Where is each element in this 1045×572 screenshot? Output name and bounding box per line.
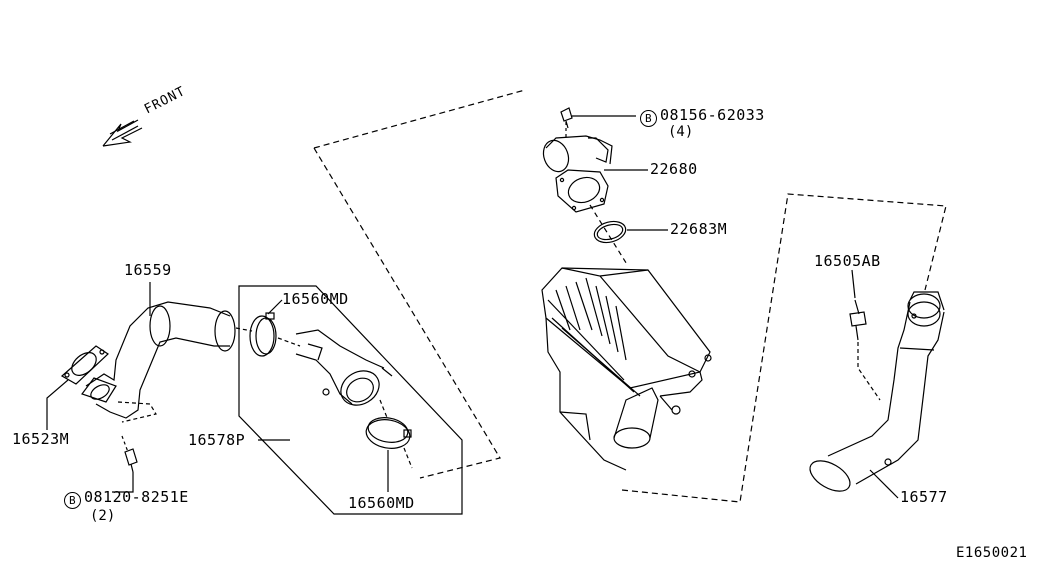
label-16560md-top: 16560MD	[282, 290, 349, 308]
air-cleaner-box	[541, 267, 712, 471]
gasket-16523m	[60, 345, 109, 385]
leader-16577	[869, 469, 899, 499]
bolt-symbol: B	[64, 492, 81, 509]
clamp-16560md-bottom	[365, 417, 412, 449]
duct-16577	[809, 291, 945, 492]
bolt-symbol: B	[640, 110, 657, 127]
bolt-top-part: 08156-62033	[660, 106, 765, 124]
bolt-bottom-qty: (2)	[90, 508, 116, 524]
label-16578p: 16578P	[188, 431, 246, 449]
label-16577: 16577	[900, 488, 948, 506]
label-16560md-bottom: 16560MD	[348, 494, 415, 512]
dashed-region-right	[621, 193, 947, 503]
dashed-region-aircleaner	[313, 89, 526, 479]
duct-16559	[81, 301, 236, 423]
leader-16523m	[46, 379, 69, 430]
maf-sensor-22680	[542, 135, 613, 213]
label-16505ab: 16505AB	[814, 252, 881, 270]
clamp-16560md-top	[249, 312, 277, 357]
bolt-bottom-icon	[121, 435, 138, 473]
leader-16560md-top	[267, 299, 283, 315]
label-22683m: 22683M	[670, 220, 728, 238]
leader-16505ab	[851, 269, 856, 299]
front-arrow-icon	[102, 119, 143, 147]
oring-22683m	[593, 220, 627, 244]
bolt-top-qty: (4)	[668, 124, 694, 140]
bolt-top-icon	[560, 107, 573, 129]
dashed-leader-maf	[589, 204, 629, 267]
bolt-bottom-part: 08120-8251E	[84, 488, 189, 506]
label-22680: 22680	[650, 160, 698, 178]
diagram-id: E1650021	[956, 545, 1028, 561]
kit-box-16578p	[238, 285, 463, 515]
label-16523m: 16523M	[12, 430, 70, 448]
bolt-16505ab-icon	[849, 299, 881, 401]
hose-16578p	[295, 329, 393, 406]
leader-bolt-bottom	[112, 472, 134, 493]
label-16559: 16559	[124, 261, 172, 279]
